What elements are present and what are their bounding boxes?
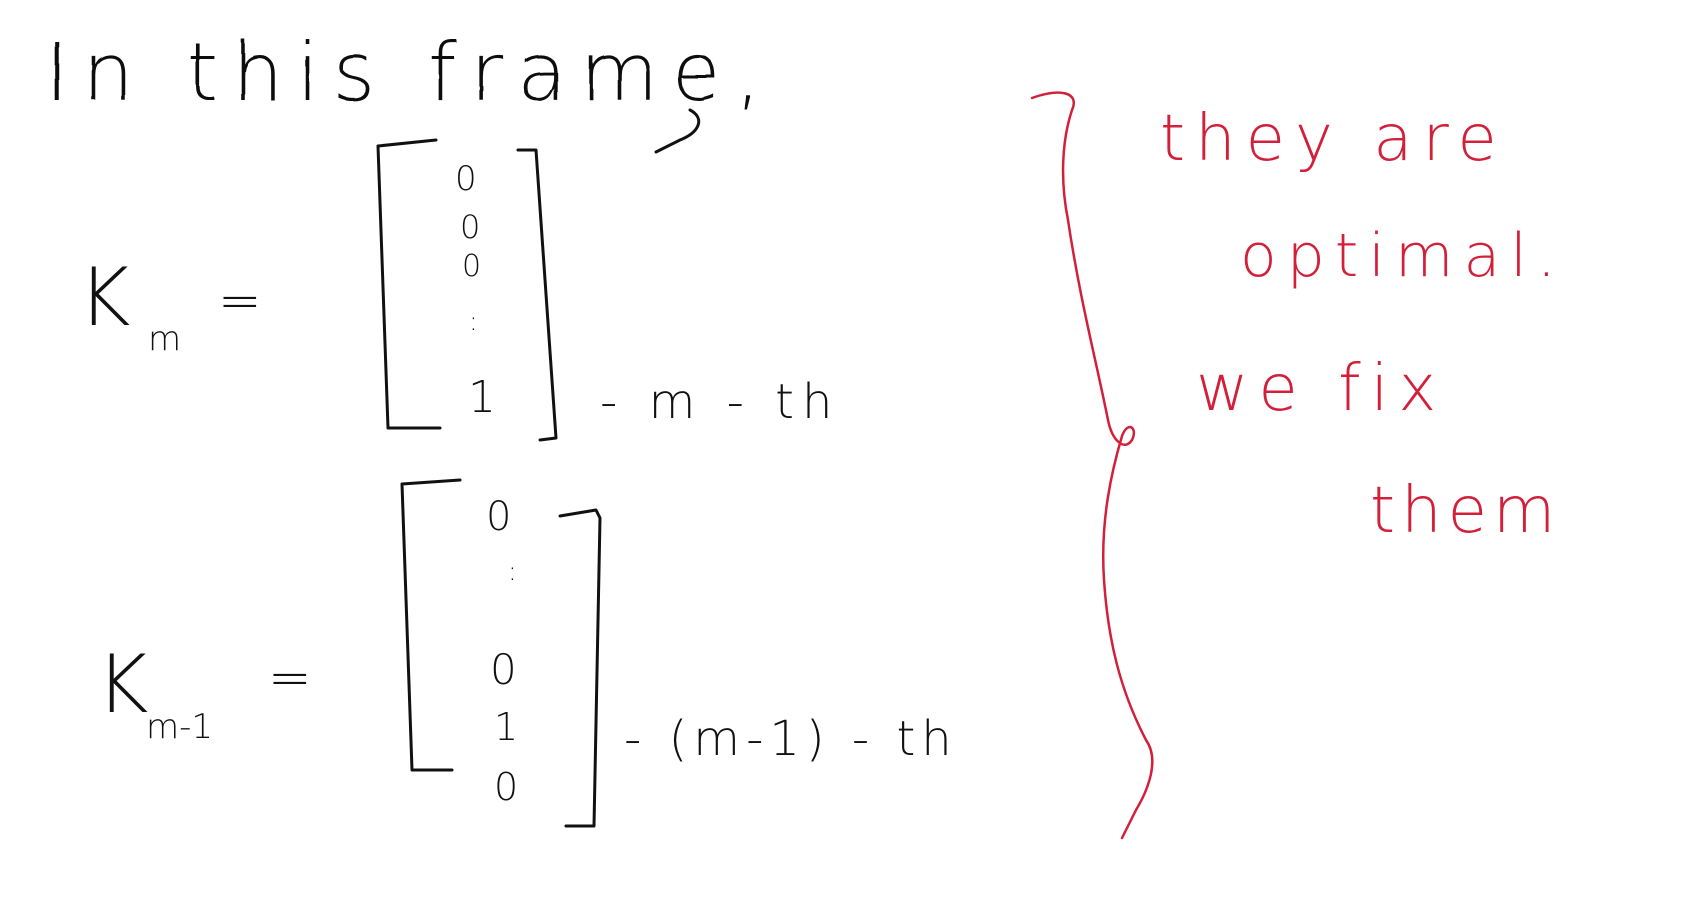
eq1-equals: = [218,271,262,331]
eq1-lhs-letter: K [78,251,130,344]
eq1-annotation: - m - th [600,374,840,430]
heading-text: In this frame, [45,26,775,119]
note-line-4: them [1370,474,1561,548]
eq1-lhs-subscript: m [148,319,181,359]
eq2-entry-5: 0 [494,765,518,809]
eq1-entry-4: : [469,307,478,337]
eq2-entry-2: : [508,557,517,587]
note-line-3: we fix [1196,352,1446,426]
equation-k-m: K m = 0 0 0 : 1 - m - th [78,108,840,442]
eq2-lhs-letter: K [96,638,148,731]
eq1-entry-5: 1 [468,372,496,423]
note-line-2: optimal. [1240,221,1566,291]
eq1-entry-1: 0 [455,159,477,199]
red-curly-brace [1030,91,1154,840]
eq1-entry-3: 0 [462,249,481,284]
eq1-left-bracket [376,138,442,430]
eq2-entry-1: 0 [486,494,511,540]
eq2-equals: = [268,648,312,708]
eq2-entry-4: 1 [494,705,518,749]
red-note: they are optimal. we fix them [1160,102,1566,548]
equation-k-m-minus-1: K m-1 = 0 : 0 1 0 - (m-1) - th [96,478,958,828]
eq2-right-bracket [558,508,602,828]
eq1-entry-2: 0 [460,208,480,246]
eq2-lhs-subscript: m-1 [146,707,213,747]
eq1-right-bracket [516,148,558,442]
heading-flourish [654,108,701,154]
eq2-annotation: - (m-1) - th [624,711,958,767]
note-line-1: they are [1160,102,1507,176]
eq2-entry-3: 0 [490,645,517,694]
eq2-left-bracket [400,478,462,772]
